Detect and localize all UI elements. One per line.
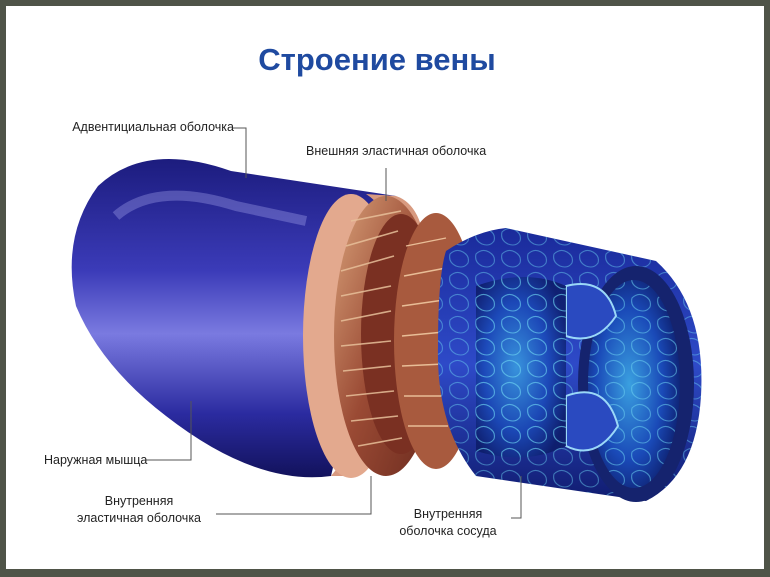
label-intima: Внутренняя оболочка сосуда	[388, 506, 508, 540]
vein-illustration	[71, 127, 702, 519]
page-title: Строение вены	[258, 42, 496, 77]
label-inner-elastic-line2: эластичная оболочка	[76, 511, 202, 525]
label-intima-line1: Внутренняя	[413, 507, 483, 521]
leader-lines	[146, 127, 522, 519]
label-muscle: Наружная мышца	[44, 453, 148, 467]
lumen-opening	[476, 266, 694, 502]
label-inner-elastic: Внутренняя эластичная оболочка	[64, 493, 214, 527]
label-adventitia: Адвентициальная оболочка	[72, 120, 234, 134]
label-inner-elastic-line1: Внутренняя	[104, 494, 174, 508]
label-intima-line2: оболочка сосуда	[399, 524, 497, 538]
slide: Строение вены	[6, 6, 764, 569]
label-outer-elastic: Внешняя эластичная оболочка	[306, 144, 487, 158]
